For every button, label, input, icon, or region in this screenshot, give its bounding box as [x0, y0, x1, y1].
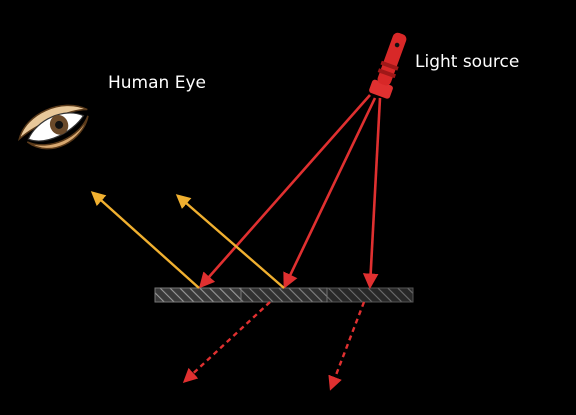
surface — [154, 287, 414, 303]
surface-segment-middle — [240, 287, 328, 303]
incident-rays — [198, 94, 382, 290]
incident-ray-3 — [362, 97, 382, 290]
reflected-ray-1 — [90, 191, 200, 289]
human-eye-label: Human Eye — [108, 73, 206, 93]
eye-icon — [18, 104, 89, 150]
reflected-ray-2 — [175, 194, 285, 289]
flashlight-icon — [369, 32, 407, 99]
incident-ray-1 — [198, 94, 371, 289]
surface-segment-right — [326, 287, 414, 303]
refracted-rays — [182, 301, 366, 391]
incident-ray-2 — [283, 97, 377, 289]
light-source-label: Light source — [415, 52, 520, 72]
surface-segment-left — [154, 287, 242, 303]
refracted-ray-1 — [182, 301, 271, 383]
refracted-ray-2 — [328, 301, 366, 391]
reflected-rays — [90, 191, 285, 289]
